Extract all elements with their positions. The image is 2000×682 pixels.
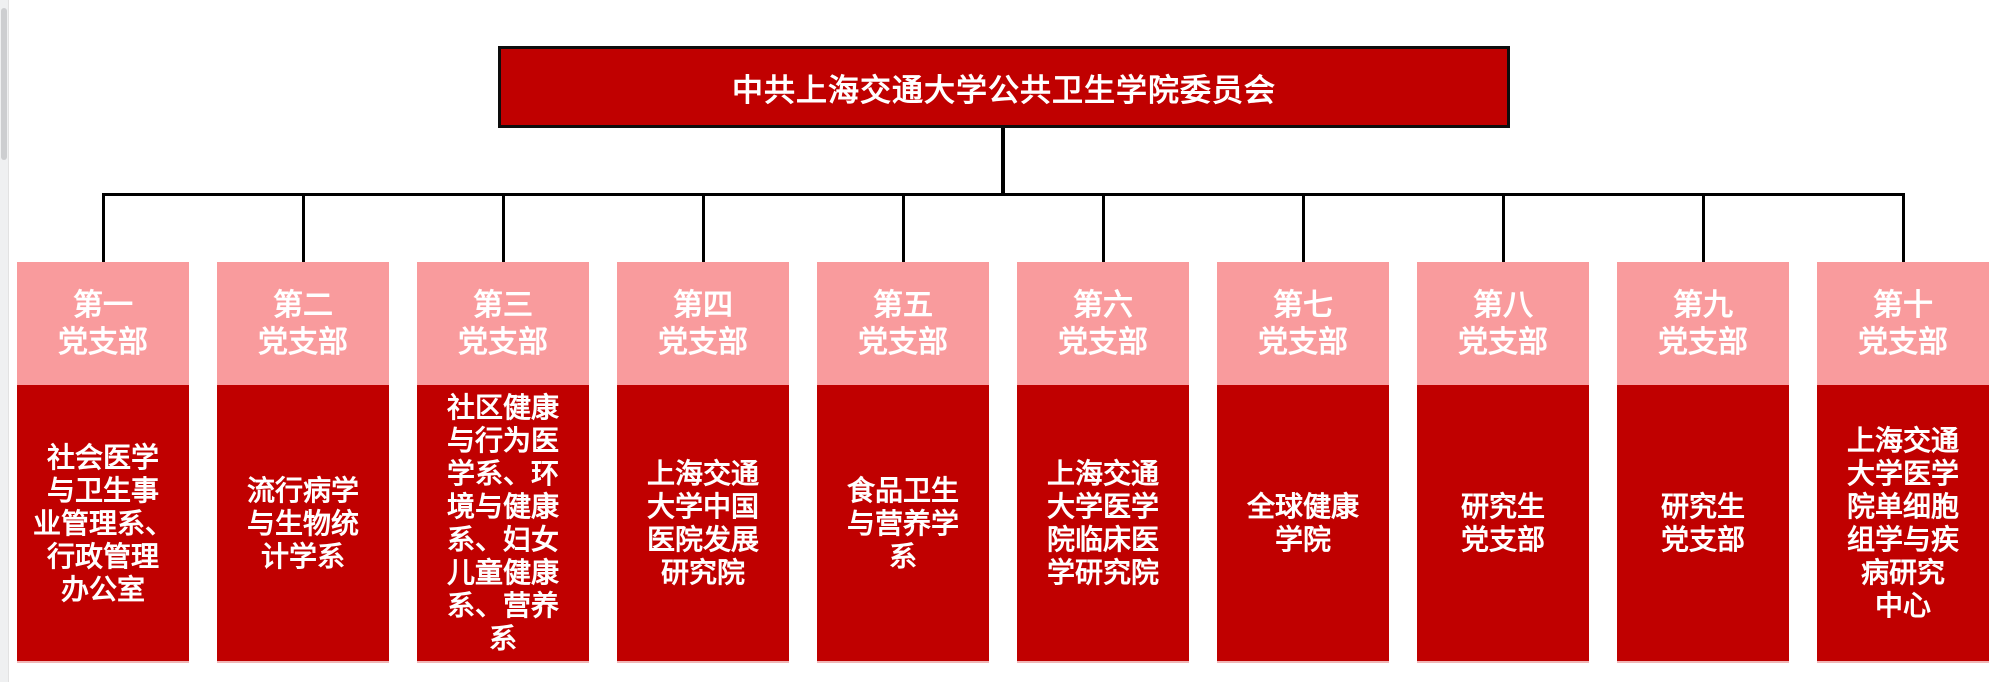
branch-unit-box: 上海交通 大学中国 医院发展 研究院 [617, 385, 789, 663]
branch-unit-box: 社会医学 与卫生事 业管理系、 行政管理 办公室 [17, 385, 189, 663]
branch-columns: 第一 党支部 社会医学 与卫生事 业管理系、 行政管理 办公室 第二 党支部 流… [17, 196, 1989, 663]
connector-horizontal-rail [102, 193, 1905, 196]
branch-unit: 上海交通 大学医学 院临床医 学研究院 [1046, 458, 1159, 588]
connector-drop-line [101, 196, 105, 262]
branch-unit-box: 流行病学 与生物统 计学系 [217, 385, 389, 663]
branch-unit-box: 研究生 党支部 [1617, 385, 1789, 663]
connector-drop-line [1901, 196, 1905, 262]
branch-column: 第十 党支部 上海交通 大学医学 院单细胞 组学与疾 病研究 中心 [1817, 196, 1989, 663]
connector-drop-line [701, 196, 705, 262]
branch-name-box: 第八 党支部 [1417, 262, 1589, 385]
branch-unit: 研究生 党支部 [1660, 491, 1745, 555]
branch-name: 第三 党支部 [458, 288, 548, 359]
branch-name-box: 第一 党支部 [17, 262, 189, 385]
branch-unit: 全球健康 学院 [1246, 491, 1359, 555]
branch-name: 第一 党支部 [58, 288, 148, 359]
branch-unit: 流行病学 与生物统 计学系 [246, 474, 359, 572]
branch-unit: 上海交通 大学中国 医院发展 研究院 [646, 458, 759, 588]
branch-unit-box: 食品卫生 与营养学 系 [817, 385, 989, 663]
left-scrollbar[interactable] [0, 0, 9, 682]
branch-name: 第二 党支部 [258, 288, 348, 359]
branch-name-box: 第七 党支部 [1217, 262, 1389, 385]
branch-unit-box: 上海交通 大学医学 院单细胞 组学与疾 病研究 中心 [1817, 385, 1989, 663]
committee-title-box: 中共上海交通大学公共卫生学院委员会 [498, 46, 1510, 128]
branch-name: 第九 党支部 [1658, 288, 1748, 359]
branch-unit: 社会医学 与卫生事 业管理系、 行政管理 办公室 [32, 441, 173, 605]
branch-column: 第六 党支部 上海交通 大学医学 院临床医 学研究院 [1017, 196, 1189, 663]
branch-name-box: 第三 党支部 [417, 262, 589, 385]
branch-unit: 上海交通 大学医学 院单细胞 组学与疾 病研究 中心 [1846, 425, 1959, 621]
branch-column: 第一 党支部 社会医学 与卫生事 业管理系、 行政管理 办公室 [17, 196, 189, 663]
branch-name: 第五 党支部 [858, 288, 948, 359]
branch-unit-box: 社区健康 与行为医 学系、环 境与健康 系、妇女 儿童健康 系、营养 系 [417, 385, 589, 663]
branch-name: 第八 党支部 [1458, 288, 1548, 359]
branch-column: 第二 党支部 流行病学 与生物统 计学系 [217, 196, 389, 663]
branch-column: 第五 党支部 食品卫生 与营养学 系 [817, 196, 989, 663]
branch-unit-box: 全球健康 学院 [1217, 385, 1389, 663]
branch-name-box: 第六 党支部 [1017, 262, 1189, 385]
branch-column: 第四 党支部 上海交通 大学中国 医院发展 研究院 [617, 196, 789, 663]
committee-title: 中共上海交通大学公共卫生学院委员会 [732, 72, 1276, 108]
connector-drop-line [1701, 196, 1705, 262]
branch-name: 第四 党支部 [658, 288, 748, 359]
branch-unit: 社区健康 与行为医 学系、环 境与健康 系、妇女 儿童健康 系、营养 系 [446, 392, 559, 654]
branch-name: 第六 党支部 [1058, 288, 1148, 359]
branch-unit: 食品卫生 与营养学 系 [846, 474, 959, 572]
branch-name: 第七 党支部 [1258, 288, 1348, 359]
connector-drop-line [1301, 196, 1305, 262]
branch-name-box: 第十 党支部 [1817, 262, 1989, 385]
branch-column: 第九 党支部 研究生 党支部 [1617, 196, 1789, 663]
branch-unit: 研究生 党支部 [1460, 491, 1545, 555]
scrollbar-thumb[interactable] [1, 8, 7, 160]
branch-name-box: 第五 党支部 [817, 262, 989, 385]
branch-name-box: 第二 党支部 [217, 262, 389, 385]
connector-drop-line [1501, 196, 1505, 262]
branch-column: 第七 党支部 全球健康 学院 [1217, 196, 1389, 663]
branch-column: 第三 党支部 社区健康 与行为医 学系、环 境与健康 系、妇女 儿童健康 系、营… [417, 196, 589, 663]
branch-name-box: 第四 党支部 [617, 262, 789, 385]
connector-drop-line [501, 196, 505, 262]
connector-drop-line [1101, 196, 1105, 262]
connector-drop-line [301, 196, 305, 262]
branch-unit-box: 研究生 党支部 [1417, 385, 1589, 663]
branch-name: 第十 党支部 [1858, 288, 1948, 359]
connector-drop-line [901, 196, 905, 262]
connector-stem [1001, 128, 1005, 193]
branch-column: 第八 党支部 研究生 党支部 [1417, 196, 1589, 663]
branch-unit-box: 上海交通 大学医学 院临床医 学研究院 [1017, 385, 1189, 663]
branch-name-box: 第九 党支部 [1617, 262, 1789, 385]
